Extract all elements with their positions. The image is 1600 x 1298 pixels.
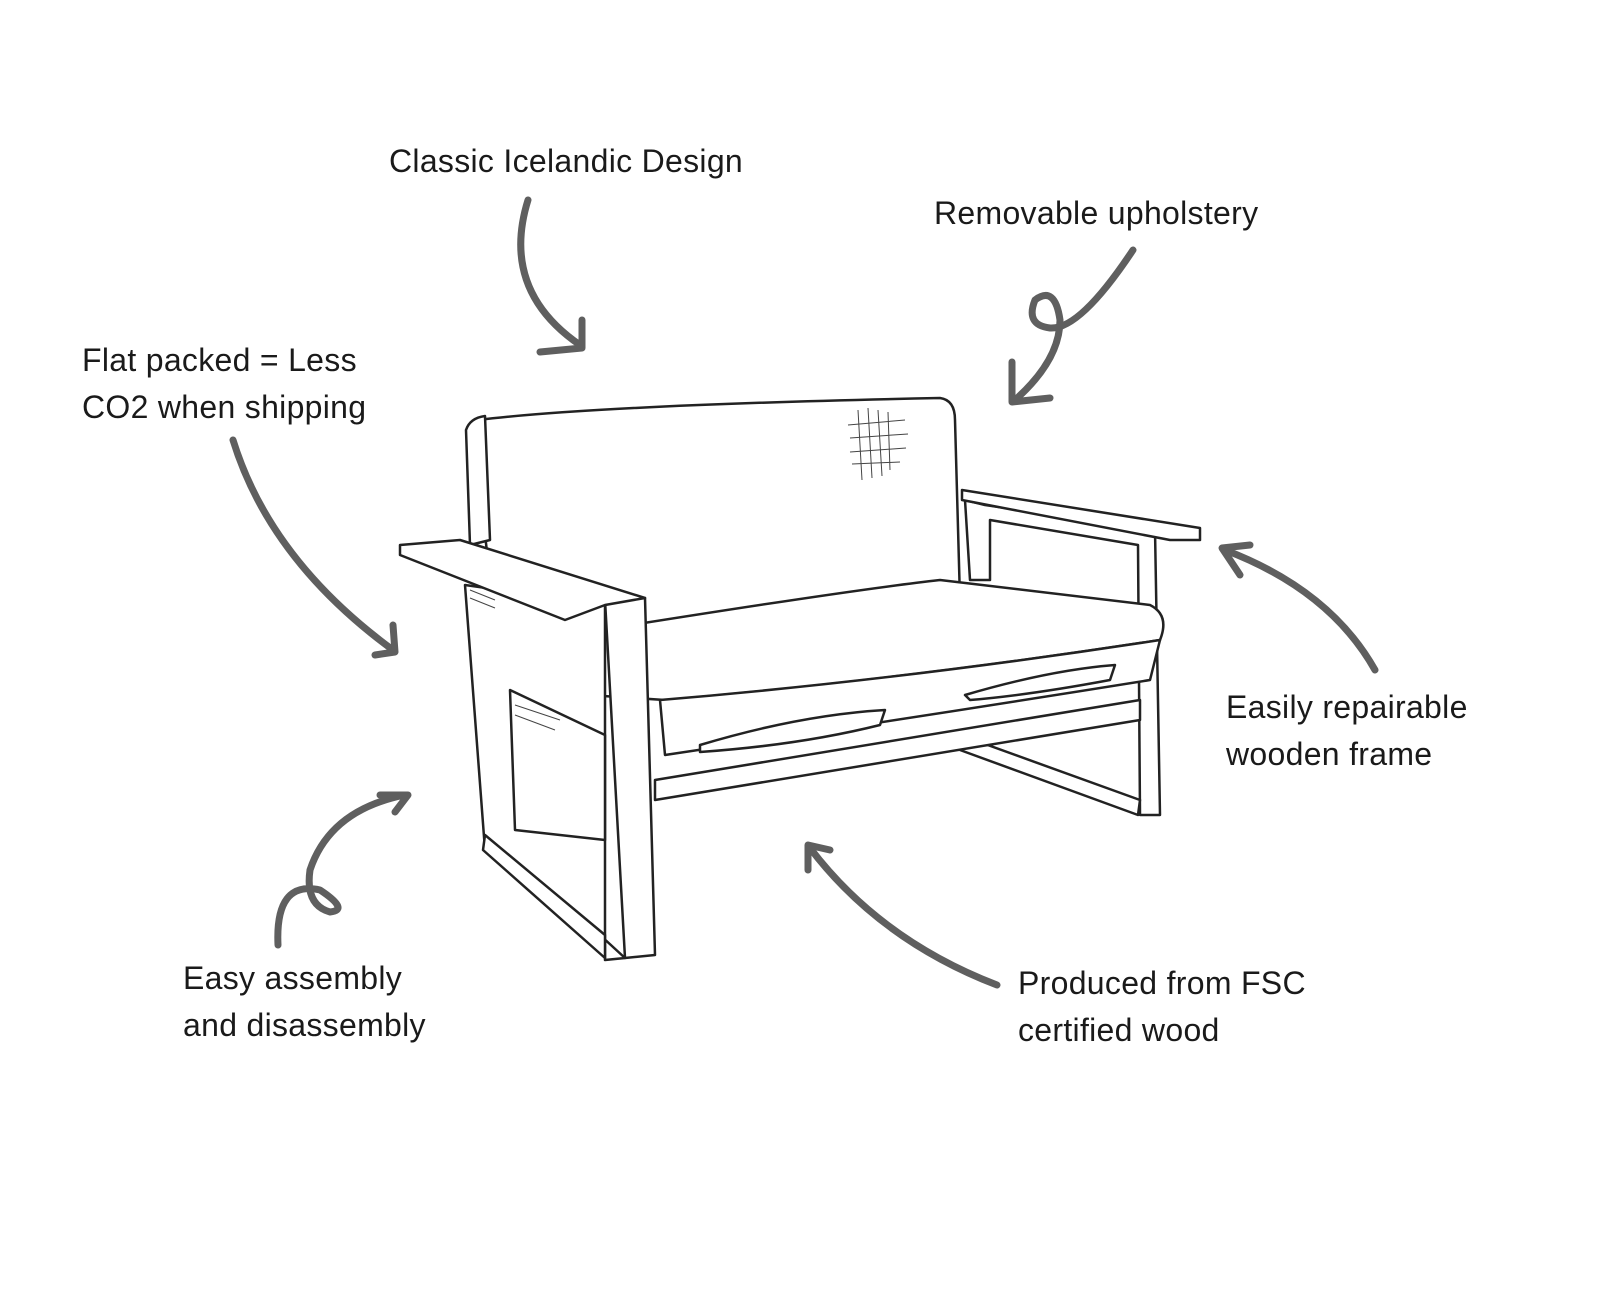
- annotation-line: certified wood: [1018, 1012, 1220, 1048]
- left-leg: [603, 596, 657, 960]
- annotation-line: Easy assembly: [183, 960, 403, 996]
- right-armrest: [960, 488, 1202, 542]
- arrow-design: [517, 196, 584, 349]
- arrow-assembly: [274, 791, 409, 949]
- annotation-flatpack: Flat packed = Less CO2 when shipping: [82, 337, 366, 431]
- arrow-repairable: [1221, 546, 1379, 674]
- left-armrest: [398, 538, 647, 622]
- arrow-flatpack: [229, 436, 397, 654]
- annotation-assembly: Easy assembly and disassembly: [183, 955, 426, 1049]
- annotation-line: and disassembly: [183, 1007, 426, 1043]
- annotation-upholstery: Removable upholstery: [934, 190, 1258, 237]
- annotation-line: CO2 when shipping: [82, 389, 367, 425]
- annotation-line: Removable upholstery: [934, 195, 1259, 231]
- annotation-line: Produced from FSC: [1018, 965, 1306, 1001]
- fabric-texture: [847, 407, 909, 481]
- annotation-repairable: Easily repairable wooden frame: [1226, 684, 1468, 778]
- annotation-line: Easily repairable: [1226, 689, 1468, 725]
- annotation-line: Classic Icelandic Design: [389, 143, 744, 179]
- annotation-line: wooden frame: [1226, 736, 1433, 772]
- annotation-design: Classic Icelandic Design: [389, 138, 743, 185]
- arrow-fsc: [806, 844, 1001, 989]
- arrows: [229, 196, 1379, 989]
- annotation-fsc: Produced from FSC certified wood: [1018, 960, 1306, 1054]
- annotation-line: Flat packed = Less: [82, 342, 357, 378]
- arrow-upholstery: [1011, 246, 1137, 404]
